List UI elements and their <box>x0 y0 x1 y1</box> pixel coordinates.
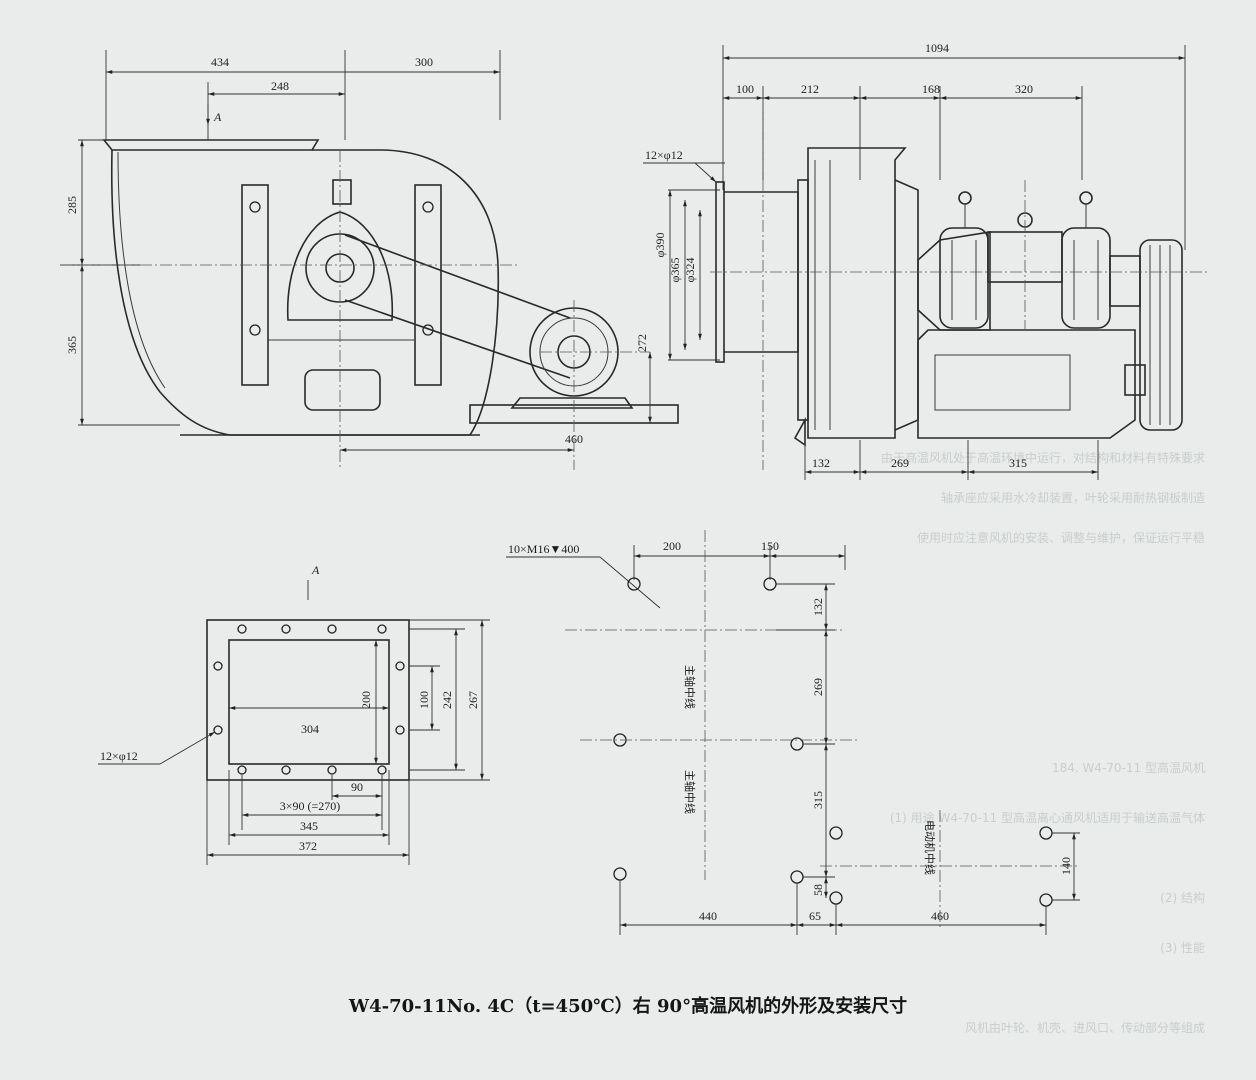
anchor-hole <box>790 870 804 884</box>
bleed-through-text: 由于高温风机处于高温环境中运行，对结构和材料有特殊要求 轴承座应采用水冷却装置，… <box>881 450 1205 1035</box>
dim-285: 285 <box>65 196 79 214</box>
anchor-hole <box>829 891 843 905</box>
dim-267: 267 <box>466 691 480 709</box>
ghost-line: 184. W4-70-11 型高温风机 <box>1052 760 1205 775</box>
anchor-hole <box>1039 893 1053 907</box>
dim-460: 460 <box>565 432 583 446</box>
dim-132: 132 <box>812 456 830 470</box>
dim-315: 315 <box>811 791 825 809</box>
outlet-flange-outer <box>206 619 410 781</box>
dim-315: 315 <box>1009 456 1027 470</box>
main-axis-text: 主轴中线 <box>683 770 697 814</box>
dim-100: 100 <box>417 691 431 709</box>
ghost-line: (2) 结构 <box>1160 890 1205 905</box>
dim-365: 365 <box>65 336 79 354</box>
motor-axis-label: 电动机中线 <box>923 820 937 875</box>
dim-269: 269 <box>811 678 825 696</box>
dim-200: 200 <box>359 691 373 709</box>
flange-holes-label: 12×φ12 <box>645 148 683 162</box>
section-mark-a: A <box>213 110 222 124</box>
dim-300: 300 <box>415 55 433 69</box>
ghost-line: (3) 性能 <box>1160 941 1205 955</box>
outlet-flange <box>102 139 320 151</box>
outlet-view-a: A 12×φ12 304 200 100 242 <box>98 563 490 865</box>
dim-200: 200 <box>663 539 681 553</box>
dim-440: 440 <box>699 909 717 923</box>
dim-212: 212 <box>801 82 819 96</box>
support-leg <box>414 184 442 386</box>
dim-460: 460 <box>931 909 949 923</box>
oil-cup <box>958 191 972 205</box>
belt <box>344 234 571 319</box>
ghost-line: 由于高温风机处于高温环境中运行，对结构和材料有特殊要求 <box>881 450 1205 465</box>
dim-phi390: φ390 <box>653 233 667 258</box>
dim-168: 168 <box>922 82 940 96</box>
pulley-side <box>1139 239 1183 431</box>
dim-phi324: φ324 <box>683 258 697 283</box>
oil-cup <box>1079 191 1093 205</box>
dim-248: 248 <box>271 79 289 93</box>
ghost-line: 风机由叶轮、机壳、进风口、传动部分等组成 <box>965 1020 1205 1035</box>
motor-axis-text: 电动机中线 <box>923 820 937 875</box>
dim-242: 242 <box>440 691 454 709</box>
dim-3x90: 3×90 (=270) <box>280 799 341 813</box>
dim-434: 434 <box>211 55 229 69</box>
dim-132: 132 <box>811 598 825 616</box>
side-view: 1094 100 212 168 320 12×φ12 φ390 φ365 φ3… <box>643 41 1210 480</box>
dim-150: 150 <box>761 539 779 553</box>
dim-272: 272 <box>635 334 649 352</box>
bearing-housing-side <box>1061 227 1111 329</box>
dim-372: 372 <box>299 839 317 853</box>
dim-1094: 1094 <box>925 41 949 55</box>
anchor-hole <box>829 826 843 840</box>
anchor-hole <box>1039 826 1053 840</box>
dim-345: 345 <box>300 819 318 833</box>
dim-100: 100 <box>736 82 754 96</box>
dim-65: 65 <box>809 909 821 923</box>
bolt-spec-label: 10×M16▼400 <box>508 542 579 556</box>
anchor-hole <box>613 867 627 881</box>
dim-phi365: φ365 <box>668 258 682 283</box>
bearing-pedestal <box>917 329 1136 439</box>
anchor-hole <box>627 577 641 591</box>
dim-304: 304 <box>301 722 319 736</box>
ghost-line: 轴承座应采用水冷却装置，叶轮采用耐热钢板制造 <box>941 490 1205 505</box>
ghost-line: (1) 用途 W4-70-11 型高温离心通风机适用于输送高温气体 <box>890 810 1205 825</box>
dim-320: 320 <box>1015 82 1033 96</box>
outlet-opening <box>228 639 390 765</box>
oil-cup <box>332 179 352 205</box>
dim-140: 140 <box>1059 857 1073 875</box>
dim-269: 269 <box>891 456 909 470</box>
fan-casing-side <box>807 147 907 439</box>
ghost-line: 使用时应注意风机的安装、调整与维护，保证运行平稳 <box>917 530 1205 545</box>
outlet-holes-label: 12×φ12 <box>100 749 138 763</box>
front-view: 434 248 300 A 285 365 <box>60 50 679 470</box>
foundation-plan: 10×M16▼400 200 150 主轴中线 主轴中线 <box>506 530 1080 935</box>
main-axis-label: 主轴中线 <box>683 770 697 814</box>
section-mark-a: A <box>311 563 320 577</box>
bearing-housing-side <box>917 231 991 331</box>
dim-90: 90 <box>351 780 363 794</box>
support-leg <box>241 184 269 386</box>
main-axis-text: 主轴中线 <box>683 665 697 709</box>
inspection-hatch <box>304 369 381 411</box>
main-axis-label: 主轴中线 <box>683 665 697 709</box>
figure-caption: W4-70-11No. 4C（t=450℃）右 90°高温风机的外形及安装尺寸 <box>348 995 907 1017</box>
dim-58: 58 <box>811 884 825 896</box>
